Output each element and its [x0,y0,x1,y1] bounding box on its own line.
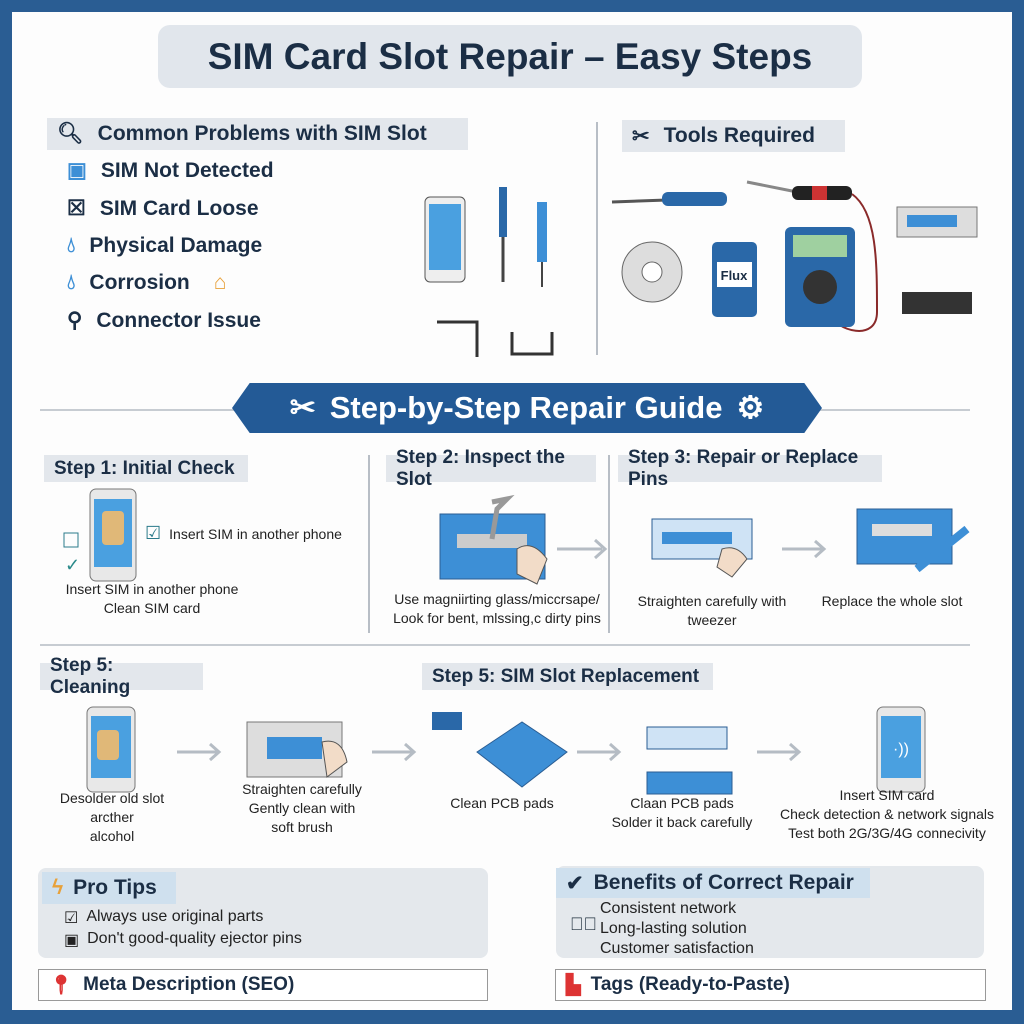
caption-line: soft brush [271,819,333,835]
chip-icon: ▣ [64,932,80,949]
problem-label: Connector Issue [96,308,261,332]
problem-item: 💧︎ Corrosion ⌂ [67,271,274,295]
problems-heading: Common Problems with SIM Slot [97,122,427,145]
divider [368,455,370,633]
benefits-header: ✔ Benefits of Correct Repair [556,868,870,898]
caption-line: Clean SIM card [103,600,201,616]
step2-header: Step 2: Inspect the Slot [386,447,596,490]
corrosion-icon: ⌂ [213,271,227,294]
benefit-item: Customer satisfaction [600,940,754,957]
benefits-list: Consistent network Long-lasting solution… [600,899,754,959]
problem-label: SIM Card Loose [99,196,259,220]
lightning-icon: ϟ [52,876,64,899]
caption-line: Check detection & network signals [780,806,994,822]
tags-box: ▙ Tags (Ready-to-Paste) [555,969,986,1001]
step5-cleaning-header: Step 5: Cleaning [40,655,203,698]
checkbox-icon: ☑ [145,523,162,543]
caption-line: Test both 2G/3G/4G connecivity [788,825,986,841]
tools-heading: Tools Required [663,124,815,147]
infographic: SIM Card Slot Repair – Easy Steps 🔍︎ Comm… [12,12,1012,1010]
tip-label: Always use original parts [86,908,264,925]
tool-icon: ☑ [64,910,79,927]
caption-line: Insert SIM in another phone [65,581,239,597]
caption-line: Insert SIM card [839,787,935,803]
caption-line: alcohol [89,828,135,844]
step1-check-label: Insert SIM in another phone [169,525,342,542]
caption-line: Straighten carefully [242,781,362,797]
step5a-caption-a: Desolder old slot arcther alcohol [32,789,192,846]
step5b-caption-a: Clean PCB pads [450,795,554,811]
step3-header: Step 3: Repair or Replace Pins [618,447,882,490]
check-circle-icon: ✓⃝ [570,914,597,934]
droplet-icon: 💧︎ [67,271,76,294]
caption-line: Look for bent, mlssing,c dirty pins [393,610,601,626]
step3-caption-a: Straighten carefully with tweezer [637,593,787,628]
meta-label: Meta Description (SEO) [83,974,295,995]
tags-label: Tags (Ready-to-Paste) [590,974,790,995]
caption-line: Claan PCB pads [630,795,734,811]
cross-icon: ☒ [67,197,86,220]
guide-banner: ✂ Step-by-Step Repair Guide ⚙ [232,383,822,433]
pro-tips-box: ϟ Pro Tips ☑ Always use original parts ▣ Do… [38,868,488,958]
gear-icon: ⚙ [736,390,765,425]
svg-text:·)): ·)) [893,741,909,758]
problems-header: 🔍︎ Common Problems with SIM Slot [47,118,468,150]
tools-icon: ✂ [289,390,316,425]
problem-label: SIM Not Detected [100,158,274,182]
step1-check: ☑ Insert SIM in another phone [145,523,342,544]
problem-item: ▣ SIM Not Detected [67,158,274,183]
caption-line: Gently clean with [248,800,356,816]
svg-text:✓: ✓ [65,555,80,575]
problem-tools-illustration [424,187,554,357]
tip-item: ▣ Don't good-quality ejector pins [64,930,302,950]
caption-line: Desolder old slot [59,790,165,806]
meta-description-box: 📍︎ Meta Description (SEO) [38,969,488,1001]
step2-caption: Use magniirting glass/miccrsape/Look for… [382,590,612,628]
tip-item: ☑ Always use original parts [64,908,263,928]
caption-line: Solder it back carefully [611,814,753,830]
pins-repair-illustration [651,508,970,578]
location-pin-icon: 📍︎ [49,975,74,996]
row2-illustrations: ·)) [86,706,926,795]
problem-item: ⚲ Connector Issue [67,308,274,333]
divider [40,644,970,646]
page-title: SIM Card Slot Repair – Easy Steps [158,25,862,88]
benefits-heading: Benefits of Correct Repair [593,871,854,894]
pro-tips-heading: Pro Tips [73,876,157,899]
search-icon: 🔍︎ [57,122,84,145]
slot-inspect-illustration [439,494,608,585]
caption-line: arcther [90,809,134,825]
droplet-icon: 💧︎ [67,234,76,257]
caption-line: Use magniirting glass/miccrsape/ [394,591,600,607]
problems-list: ▣ SIM Not Detected ☒ SIM Card Loose 💧︎ Phys… [67,158,274,333]
tools-illustration: Flux [611,180,978,332]
problem-label: Corrosion [89,271,190,294]
step3-caption-b: Replace the whole slot [821,593,963,609]
tag-icon: ▙ [566,974,581,996]
pro-tips-header: ϟ Pro Tips [42,872,176,904]
problem-item: ☒ SIM Card Loose [67,196,274,221]
tools-header: ✂ Tools Required [622,120,845,152]
step5-replacement-header: Step 5: SIM Slot Replacement [422,663,713,690]
wrench-screwdriver-icon: ✂ [632,124,650,148]
sim-icon: ▣ [67,159,87,182]
connector-icon: ⚲ [67,309,83,332]
benefit-item: Long-lasting solution [600,920,747,937]
problem-label: Physical Damage [89,234,263,257]
divider [596,122,598,355]
phone-sim-icon: ✓ [63,488,137,582]
benefits-box: ✔ Benefits of Correct Repair ✓⃝ Consisten… [556,866,984,958]
tip-label: Don't good-quality ejector pins [87,930,302,947]
banner-title: Step-by-Step Repair Guide [329,390,723,425]
step1-header: Step 1: Initial Check [44,455,248,482]
divider [608,455,610,633]
checkmark-icon: ✔ [566,871,584,895]
benefit-item: Consistent network [600,900,737,917]
problem-item: 💧︎ Physical Damage [67,234,274,258]
flux-label: Flux [721,268,748,283]
